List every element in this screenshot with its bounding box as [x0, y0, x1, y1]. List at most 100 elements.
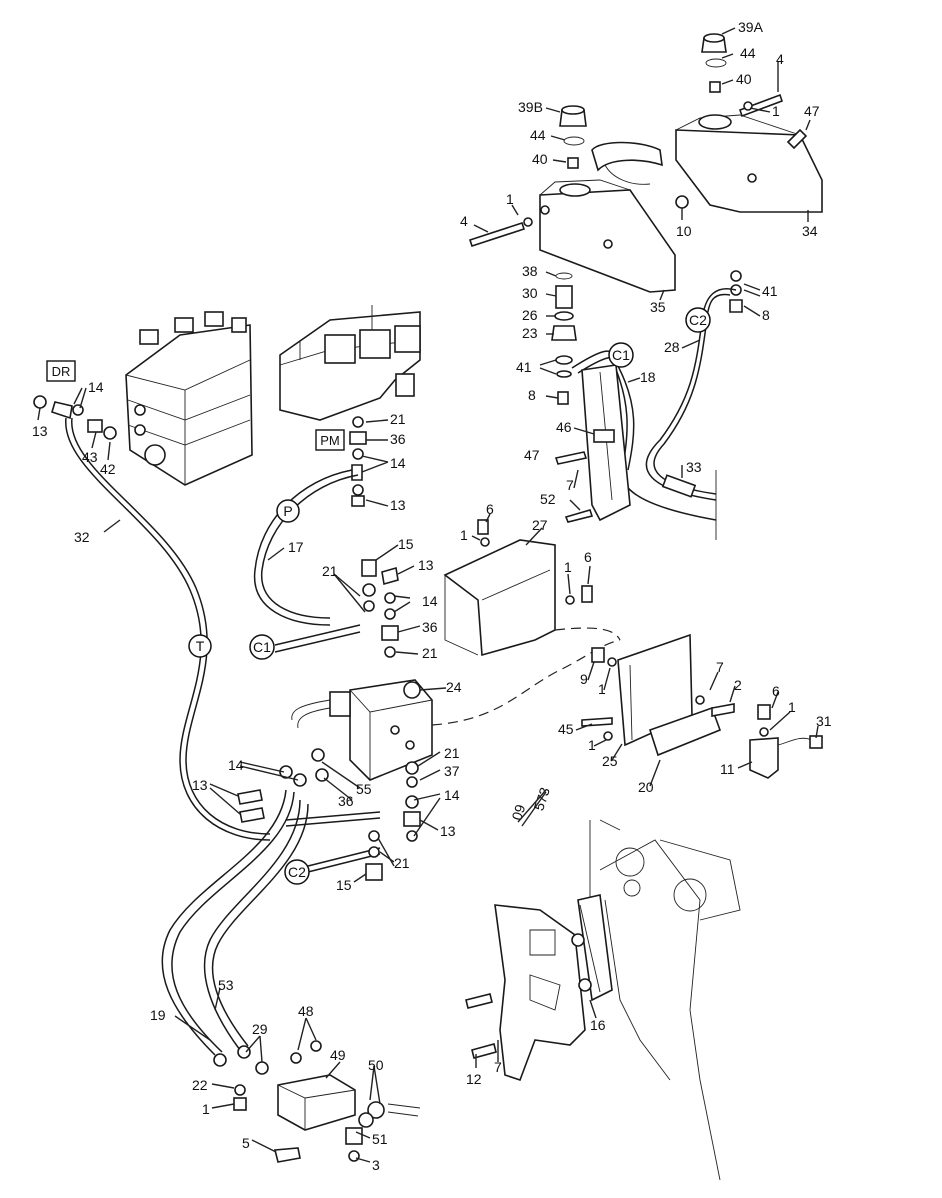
callout-31: 31 — [816, 713, 832, 729]
circle-label-p: P — [276, 499, 300, 523]
callout-23: 23 — [522, 325, 538, 341]
callout-47: 47 — [804, 103, 820, 119]
callout-1: 1 — [772, 103, 780, 119]
circle-label-c1-top: C1 — [608, 342, 634, 368]
bracket-18-46 — [554, 364, 631, 523]
callout-13: 13 — [32, 423, 48, 439]
sheet-ref-slash — [517, 789, 547, 823]
callout-17: 17 — [288, 539, 304, 555]
callout-47: 47 — [524, 447, 540, 463]
callout-50: 50 — [368, 1057, 384, 1073]
callout-11: 11 — [720, 761, 735, 777]
callout-1: 1 — [598, 681, 606, 697]
callout-13: 13 — [390, 497, 406, 513]
circle-label-c1-left: C1 — [249, 634, 275, 660]
callout-12: 12 — [466, 1071, 482, 1087]
callout-42: 42 — [100, 461, 116, 477]
callout-36: 36 — [338, 793, 354, 809]
callout-37: 37 — [444, 763, 460, 779]
callout-13: 13 — [440, 823, 456, 839]
callout-21: 21 — [390, 411, 406, 427]
callout-1: 1 — [564, 559, 572, 575]
callout-1: 1 — [506, 191, 514, 207]
callout-30: 30 — [522, 285, 538, 301]
callout-41: 41 — [762, 283, 778, 299]
callout-33: 33 — [686, 459, 702, 475]
callout-1: 1 — [202, 1101, 210, 1117]
callout-21: 21 — [444, 745, 460, 761]
clamp-11 — [749, 704, 823, 779]
callout-44: 44 — [530, 127, 546, 143]
callout-1: 1 — [788, 699, 796, 715]
callout-7: 7 — [716, 659, 724, 675]
callout-48: 48 — [298, 1003, 314, 1019]
sheet-reference: 09 573 — [508, 785, 553, 822]
callout-19: 19 — [150, 1007, 166, 1023]
callout-14: 14 — [88, 379, 104, 395]
svg-text:P: P — [283, 503, 292, 519]
callout-14: 14 — [444, 787, 460, 803]
callout-1: 1 — [460, 527, 468, 543]
callout-43: 43 — [82, 449, 98, 465]
svg-text:C1: C1 — [253, 639, 271, 655]
callout-4: 4 — [460, 213, 468, 229]
callout-24: 24 — [446, 679, 462, 695]
circle-label-c2-top: C2 — [685, 307, 711, 333]
callout-21: 21 — [422, 645, 438, 661]
frame-lower-right — [465, 819, 741, 1181]
sheet-ref-top: 09 — [508, 802, 528, 822]
callout-6: 6 — [584, 549, 592, 565]
callout-51: 51 — [372, 1131, 388, 1147]
valve-bank-pm — [279, 305, 421, 421]
handle-tube — [591, 141, 663, 185]
callout-29: 29 — [252, 1021, 268, 1037]
callout-52: 52 — [540, 491, 556, 507]
sheet-ref-bottom: 573 — [530, 785, 553, 812]
callout-15: 15 — [336, 877, 352, 893]
svg-text:C2: C2 — [288, 864, 306, 880]
callout-40: 40 — [532, 151, 548, 167]
bracket-25-20 — [581, 633, 735, 757]
valve-bank-dr — [125, 311, 253, 486]
callout-13: 13 — [192, 777, 208, 793]
valve-block-24 — [291, 679, 433, 781]
callout-15: 15 — [398, 536, 414, 552]
callout-45: 45 — [558, 721, 574, 737]
callout-49: 49 — [330, 1047, 346, 1063]
callout-6: 6 — [772, 683, 780, 699]
callout-34: 34 — [802, 223, 818, 239]
callout-10: 10 — [676, 223, 692, 239]
cover-27 — [443, 519, 593, 657]
filter-stack — [551, 272, 577, 405]
svg-text:T: T — [196, 638, 205, 654]
svg-text:C1: C1 — [612, 347, 630, 363]
cap-39a — [701, 33, 727, 93]
callout-8: 8 — [762, 307, 770, 323]
callout-9: 9 — [580, 671, 588, 687]
callout-4: 4 — [776, 51, 784, 67]
callout-5: 5 — [242, 1135, 250, 1151]
boxed-label-dr: DR — [46, 360, 76, 382]
callout-39b: 39B — [518, 99, 543, 115]
block-49 — [233, 1040, 421, 1163]
svg-text:C2: C2 — [689, 312, 707, 328]
callout-46: 46 — [556, 419, 572, 435]
circle-label-c2-bottom: C2 — [284, 859, 310, 885]
callout-14: 14 — [228, 757, 244, 773]
callout-20: 20 — [638, 779, 654, 795]
callout-7: 7 — [566, 477, 574, 493]
callout-35: 35 — [650, 299, 666, 315]
callout-18: 18 — [640, 369, 656, 385]
callout-2: 2 — [734, 677, 742, 693]
callout-41: 41 — [516, 359, 532, 375]
callout-14: 14 — [390, 455, 406, 471]
cap-39b — [559, 105, 587, 169]
svg-text:PM: PM — [320, 433, 340, 448]
callout-38: 38 — [522, 263, 538, 279]
callout-25: 25 — [602, 753, 618, 769]
callout-32: 32 — [74, 529, 90, 545]
callout-labels: 39A 44 40 4 1 47 39B 44 40 4 1 10 34 38 … — [32, 19, 832, 1173]
bolts-upper — [468, 93, 808, 313]
